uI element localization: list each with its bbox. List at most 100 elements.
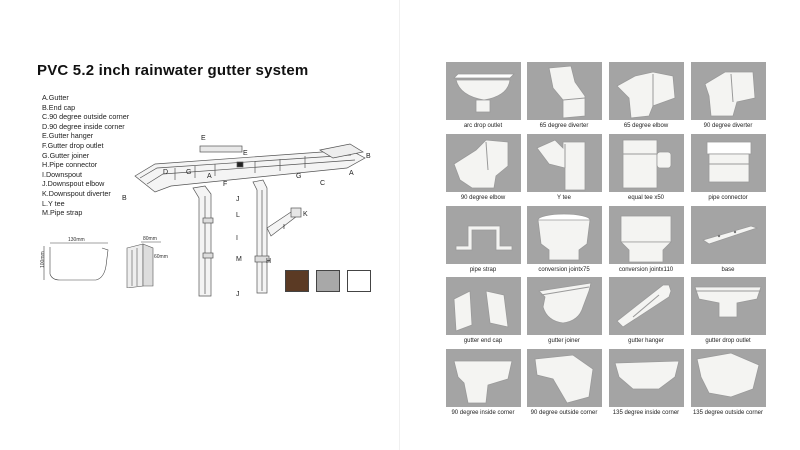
- color-swatch-brown: [285, 270, 309, 292]
- product-caption: conversion jointx110: [618, 267, 674, 273]
- svg-text:I: I: [236, 235, 238, 242]
- svg-text:B: B: [366, 153, 371, 160]
- svg-text:H: H: [266, 258, 271, 265]
- downspout-width-label: 80mm: [143, 236, 157, 242]
- product-caption: 135 degree outside corner: [692, 410, 764, 416]
- product-caption: gutter joiner: [548, 338, 580, 344]
- gutter-width-label: 130mm: [68, 237, 85, 243]
- legend-item: K.Downspout diverter: [42, 188, 111, 198]
- color-swatch-white: [347, 270, 371, 292]
- product-caption: gutter drop outlet: [705, 338, 751, 344]
- inside-corner-90-icon: [453, 360, 513, 404]
- gutter-run-diagram: [134, 143, 366, 193]
- product-caption: 65 degree diverter: [539, 123, 589, 129]
- page-fold: [399, 0, 400, 450]
- svg-text:E: E: [243, 150, 248, 157]
- product-tile: [446, 206, 521, 264]
- product-tile: [527, 277, 602, 335]
- product-caption: arc drop outlet: [463, 123, 503, 129]
- product-caption: 90 degree inside corner: [451, 410, 515, 416]
- gutter-end-cap-icon: [453, 290, 509, 332]
- legend-item: I.Downspout: [42, 169, 82, 179]
- base-icon: [702, 225, 759, 245]
- outside-corner-90-icon: [534, 354, 594, 404]
- pipe-strap-icon: [455, 225, 513, 251]
- product-caption: gutter end cap: [463, 338, 503, 344]
- elbow-90-icon: [453, 139, 509, 189]
- legend-item: D.90 degree inside corner: [42, 121, 125, 131]
- gutter-height-label: 100mm: [40, 251, 46, 268]
- svg-text:A: A: [349, 170, 354, 177]
- product-caption: 90 degree diverter: [703, 123, 753, 129]
- top-margin: [0, 0, 800, 12]
- product-tile: [691, 134, 766, 192]
- gutter-system-diagram: E E B D G A F G C A B J K I L I M H J: [122, 135, 371, 298]
- downspout-depth-label: 60mm: [154, 254, 168, 260]
- product-tile: [609, 62, 684, 120]
- product-tile: [609, 206, 684, 264]
- legend-item: C.90 degree outside corner: [42, 112, 130, 122]
- product-tile: [527, 349, 602, 407]
- product-caption: 135 degree inside corner: [612, 410, 680, 416]
- svg-text:J: J: [236, 291, 240, 298]
- legend-item: L.Y tee: [42, 198, 65, 208]
- bottom-margin: [0, 438, 800, 450]
- product-caption: conversion jointx75: [538, 267, 590, 273]
- svg-text:F: F: [223, 181, 227, 188]
- pipe-connector-icon: [706, 141, 752, 183]
- legend-item: B.End cap: [42, 102, 76, 112]
- legend-item: G.Gutter joiner: [42, 150, 90, 160]
- product-tile: [527, 134, 602, 192]
- product-tile: [691, 349, 766, 407]
- product-tile: [446, 277, 521, 335]
- product-caption: pipe strap: [469, 267, 497, 273]
- svg-text:D: D: [163, 169, 168, 176]
- svg-text:E: E: [201, 135, 206, 142]
- y-tee-icon: [536, 139, 586, 191]
- svg-text:J: J: [236, 196, 240, 203]
- diagram-callouts: E E B D G A F G C A B J K I L I M H J: [122, 135, 371, 298]
- product-tile: [446, 349, 521, 407]
- downspout-diagram: [192, 179, 302, 297]
- conversion-joint-75-icon: [537, 213, 591, 261]
- legend-item: F.Gutter drop outlet: [42, 140, 104, 150]
- svg-text:B: B: [122, 195, 127, 202]
- product-tile: [609, 134, 684, 192]
- svg-text:I: I: [283, 224, 285, 231]
- downspout-profile-drawing: 80mm 60mm: [126, 236, 168, 288]
- inside-corner-135-icon: [614, 360, 680, 390]
- product-tile: [609, 277, 684, 335]
- svg-text:A: A: [207, 173, 212, 180]
- product-caption: equal tee x50: [627, 195, 665, 201]
- product-tile: [691, 277, 766, 335]
- svg-text:G: G: [296, 173, 301, 180]
- page-title: PVC 5.2 inch rainwater gutter system: [37, 62, 309, 79]
- product-tile: [691, 206, 766, 264]
- product-caption: 90 degree elbow: [460, 195, 506, 201]
- arc-drop-outlet-icon: [453, 73, 515, 113]
- product-caption: 65 degree elbow: [623, 123, 669, 129]
- product-caption: gutter hanger: [628, 338, 664, 344]
- conversion-joint-110-icon: [620, 215, 672, 263]
- product-tile: [527, 62, 602, 120]
- diverter-90-icon: [704, 71, 756, 117]
- product-caption: pipe connector: [708, 195, 748, 201]
- legend-item: H.Pipe connector: [42, 160, 98, 170]
- product-tile: [527, 206, 602, 264]
- color-swatch-grey: [316, 270, 340, 292]
- svg-text:K: K: [303, 211, 308, 218]
- gutter-joiner-icon: [538, 282, 592, 324]
- product-caption: 90 degree outside corner: [530, 410, 598, 416]
- legend-item: A.Gutter: [42, 93, 69, 102]
- diverter-65-icon: [548, 65, 586, 119]
- product-caption: base: [721, 267, 735, 273]
- product-tile: [609, 349, 684, 407]
- svg-text:G: G: [186, 169, 191, 176]
- product-tile: [446, 62, 521, 120]
- svg-text:M: M: [236, 256, 242, 263]
- product-caption: Y tee: [557, 195, 571, 201]
- legend-item: E.Gutter hanger: [42, 131, 94, 141]
- gutter-drop-outlet-icon: [694, 286, 762, 318]
